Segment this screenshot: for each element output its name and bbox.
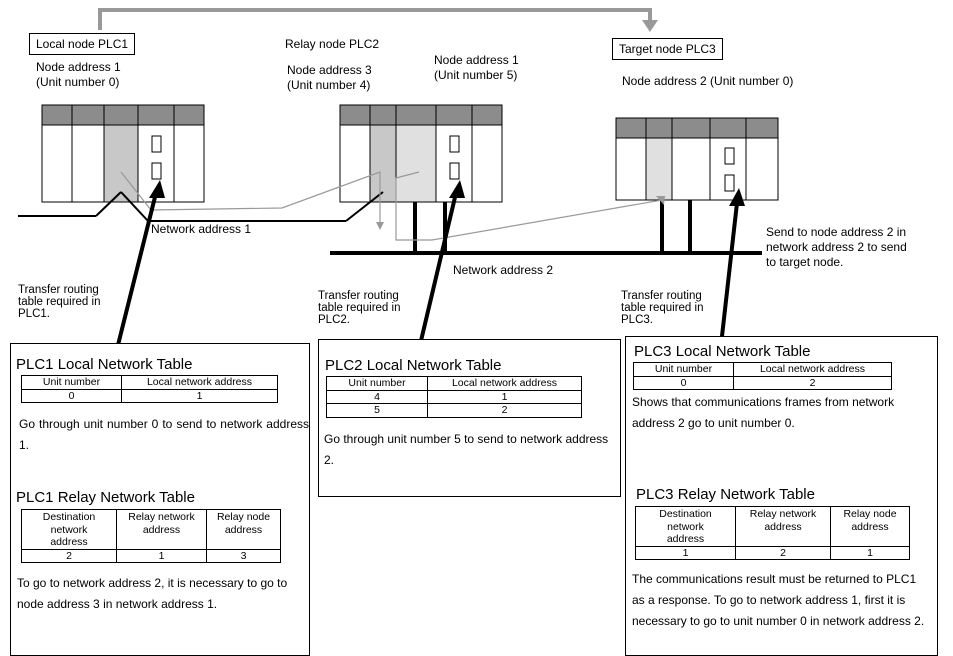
table-header: Local network address bbox=[427, 376, 582, 391]
plc2-rack bbox=[339, 104, 503, 203]
transfer-note-plc2-line1: Transfer routing bbox=[318, 290, 399, 302]
transfer-arrow-plc3 bbox=[719, 188, 745, 346]
table-header: Unit number bbox=[633, 362, 734, 377]
network-2-cable bbox=[330, 200, 762, 255]
table-cell: 1 bbox=[635, 545, 736, 560]
table-cell: 2 bbox=[21, 548, 117, 563]
plc1-relay-table: Destination network address Relay networ… bbox=[21, 509, 281, 563]
plc3-local-desc: Shows that communications frames from ne… bbox=[632, 395, 895, 430]
table-cell: 2 bbox=[733, 375, 892, 390]
table-header: Local network address bbox=[121, 375, 278, 390]
plc1-address-line1: Node address 1 bbox=[36, 60, 121, 74]
data-route-path bbox=[120, 171, 665, 241]
transfer-note-plc1-line3: PLC1. bbox=[18, 308, 50, 320]
plc3-local-table-title: PLC3 Local Network Table bbox=[634, 343, 811, 360]
table-cell: 1 bbox=[830, 545, 910, 560]
transfer-note-plc3-line2: table required in bbox=[621, 302, 704, 314]
table-cell: 1 bbox=[121, 388, 278, 403]
transfer-arrow-plc2 bbox=[418, 180, 465, 346]
plc3-title: Target node PLC3 bbox=[612, 38, 723, 60]
plc1-local-table: Unit number Local network address 0 1 bbox=[21, 375, 278, 403]
plc3-address-line1: Node address 2 (Unit number 0) bbox=[622, 74, 794, 88]
plc2-local-desc: Go through unit number 5 to send to netw… bbox=[324, 432, 609, 467]
table-cell: 1 bbox=[116, 548, 207, 563]
plc1-address-line2: (Unit number 0) bbox=[36, 75, 120, 89]
table-header: Local network address bbox=[733, 362, 892, 377]
table-cell: 3 bbox=[206, 548, 281, 563]
transfer-note-plc1-line2: table required in bbox=[18, 296, 101, 308]
plc2-left-address-line1: Node address 3 bbox=[287, 63, 372, 77]
table-header: Relay network address bbox=[116, 509, 207, 550]
table-cell: 1 bbox=[427, 389, 582, 404]
table-header: Relay node address bbox=[206, 509, 281, 550]
plc2-panel: PLC2 Local Network Table Unit number Loc… bbox=[318, 339, 621, 497]
table-header: Destination network address bbox=[635, 506, 736, 547]
plc3-relay-table: Destination network address Relay networ… bbox=[635, 506, 910, 560]
table-cell: 2 bbox=[735, 545, 831, 560]
plc2-right-address-line2: (Unit number 5) bbox=[434, 68, 518, 82]
plc1-local-table-title: PLC1 Local Network Table bbox=[16, 356, 193, 373]
plc3-panel: PLC3 Local Network Table Unit number Loc… bbox=[625, 336, 938, 656]
plc2-local-table-title: PLC2 Local Network Table bbox=[325, 357, 502, 374]
top-route-arrow bbox=[98, 8, 658, 32]
plc3-rack bbox=[615, 117, 779, 201]
transfer-note-plc1-line1: Transfer routing bbox=[18, 284, 99, 296]
transfer-note-plc2-line3: PLC2. bbox=[318, 314, 350, 326]
plc3-local-table: Unit number Local network address 0 2 bbox=[633, 362, 892, 390]
table-header: Relay network address bbox=[735, 506, 831, 547]
transfer-arrow-plc1 bbox=[116, 180, 165, 346]
plc1-panel: PLC1 Local Network Table Unit number Loc… bbox=[10, 343, 310, 656]
send-note-line3: to target node. bbox=[766, 255, 844, 269]
table-cell: 5 bbox=[326, 403, 428, 418]
plc3-relay-desc: The communications result must be return… bbox=[632, 572, 925, 628]
network-1-label: Network address 1 bbox=[151, 222, 252, 236]
table-header: Relay node address bbox=[830, 506, 910, 547]
transfer-note-plc2-line2: table required in bbox=[318, 302, 401, 314]
send-note-line1: Send to node address 2 in bbox=[766, 225, 907, 239]
plc1-relay-desc: To go to network address 2, it is necess… bbox=[17, 576, 288, 611]
network-1-cable bbox=[18, 191, 384, 222]
plc2-title: Relay node PLC2 bbox=[285, 37, 380, 51]
transfer-note-plc3-line3: PLC3. bbox=[621, 314, 653, 326]
plc1-local-desc: Go through unit number 0 to send to netw… bbox=[19, 417, 309, 452]
table-cell: 0 bbox=[633, 375, 734, 390]
plc3-relay-table-title: PLC3 Relay Network Table bbox=[636, 486, 815, 503]
transfer-note-plc3-line1: Transfer routing bbox=[621, 290, 702, 302]
plc2-left-address-line2: (Unit number 4) bbox=[287, 78, 371, 92]
table-header: Unit number bbox=[21, 375, 122, 390]
table-header: Destination network address bbox=[21, 509, 117, 550]
table-cell: 2 bbox=[427, 403, 582, 418]
table-cell: 4 bbox=[326, 389, 428, 404]
plc1-rack bbox=[41, 104, 205, 203]
plc2-right-address-line1: Node address 1 bbox=[434, 53, 519, 67]
plc1-relay-table-title: PLC1 Relay Network Table bbox=[16, 489, 195, 506]
plc1-title: Local node PLC1 bbox=[29, 33, 136, 55]
send-note-line2: network address 2 to send bbox=[766, 240, 907, 254]
plc2-local-table: Unit number Local network address 4 1 5 … bbox=[326, 376, 582, 418]
table-header: Unit number bbox=[326, 376, 428, 391]
table-cell: 0 bbox=[21, 388, 122, 403]
network-2-label: Network address 2 bbox=[453, 263, 554, 277]
